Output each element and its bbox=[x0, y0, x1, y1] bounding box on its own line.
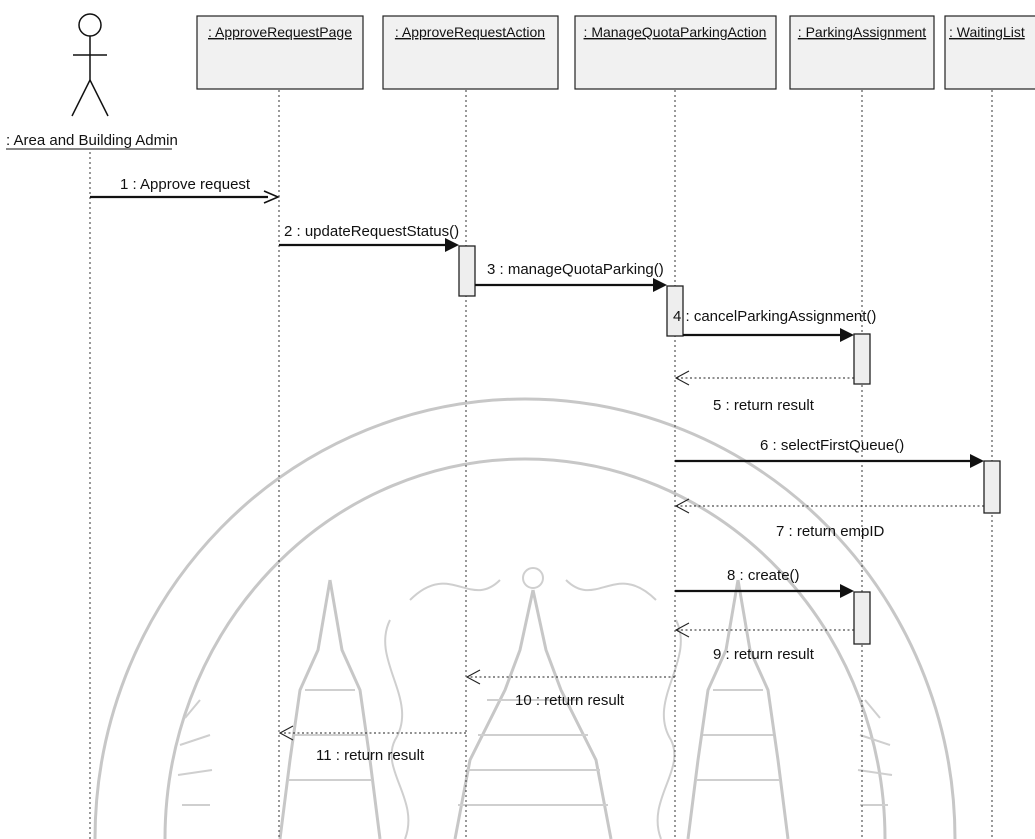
object-box bbox=[944, 15, 1035, 90]
watermark-right-tower bbox=[686, 579, 790, 839]
object-parking-assignment: : ParkingAssignment bbox=[789, 15, 935, 90]
message-7: 7 : return empID bbox=[674, 498, 984, 540]
activation-waiting-list bbox=[983, 460, 1001, 514]
arrowhead bbox=[674, 498, 690, 514]
watermark-right-tower-tiers bbox=[696, 689, 780, 781]
watermark-flourishes-top bbox=[409, 579, 657, 601]
message-3: 3 : manageQuotaParking() bbox=[475, 261, 667, 292]
message-10: 10 : return result bbox=[465, 669, 675, 709]
actor-head bbox=[78, 13, 102, 37]
activation-approve-request-action bbox=[458, 245, 476, 297]
arrowhead bbox=[445, 238, 459, 252]
watermark-left-glyphs bbox=[177, 699, 213, 806]
arrowhead bbox=[970, 454, 984, 468]
watermark-outer-ring bbox=[93, 397, 957, 839]
object-box bbox=[382, 15, 559, 90]
object-box bbox=[196, 15, 364, 90]
object-label: : ParkingAssignment bbox=[798, 24, 927, 40]
message-label: 10 : return result bbox=[515, 692, 625, 709]
arrowhead bbox=[674, 370, 690, 386]
activation-parking-assignment-1 bbox=[853, 333, 871, 385]
object-waiting-list: : WaitingList bbox=[944, 15, 1035, 90]
actor-left-leg bbox=[71, 79, 91, 117]
watermark-spire bbox=[453, 589, 613, 839]
arrowhead bbox=[840, 584, 854, 598]
watermark-seal bbox=[93, 397, 957, 839]
activation-parking-assignment-2 bbox=[853, 591, 871, 645]
activation-manage-quota-parking-action bbox=[666, 285, 684, 337]
watermark-spire-tiers bbox=[458, 699, 608, 806]
arrowhead bbox=[674, 622, 690, 638]
object-manage-quota-parking-action: : ManageQuotaParkingAction bbox=[574, 15, 777, 90]
message-5: 5 : return result bbox=[674, 370, 854, 414]
object-approve-request-page: : ApproveRequestPage bbox=[196, 15, 364, 90]
watermark-left-tower bbox=[278, 579, 382, 839]
object-label: : ApproveRequestPage bbox=[208, 24, 352, 40]
message-label: 4 : cancelParkingAssignment() bbox=[673, 308, 876, 325]
message-1: 1 : Approve request bbox=[90, 176, 281, 204]
message-label: 9 : return result bbox=[713, 646, 815, 663]
arrowhead bbox=[263, 190, 281, 204]
object-box bbox=[574, 15, 777, 90]
message-label: 6 : selectFirstQueue() bbox=[760, 437, 904, 454]
arrowhead bbox=[840, 328, 854, 342]
watermark-flourishes bbox=[384, 619, 682, 839]
arrowhead bbox=[465, 669, 481, 685]
message-6: 6 : selectFirstQueue() bbox=[675, 437, 984, 468]
message-label: 3 : manageQuotaParking() bbox=[487, 261, 664, 278]
actor-area-and-building-admin: : Area and Building Admin bbox=[6, 13, 178, 150]
message-8: 8 : create() bbox=[675, 567, 854, 598]
message-label: 7 : return empID bbox=[776, 523, 885, 540]
arrowhead bbox=[278, 725, 294, 741]
message-9: 9 : return result bbox=[674, 622, 854, 663]
message-label: 1 : Approve request bbox=[120, 176, 251, 193]
object-label: : ManageQuotaParkingAction bbox=[584, 24, 767, 40]
actor-right-leg bbox=[89, 79, 109, 117]
object-label: : WaitingList bbox=[949, 24, 1025, 40]
object-approve-request-action: : ApproveRequestAction bbox=[382, 15, 559, 90]
message-4: 4 : cancelParkingAssignment() bbox=[673, 308, 876, 342]
message-2: 2 : updateRequestStatus() bbox=[279, 223, 459, 252]
message-11: 11 : return result bbox=[278, 725, 466, 764]
arrowhead bbox=[653, 278, 667, 292]
watermark-inner-ring bbox=[163, 457, 887, 839]
message-label: 11 : return result bbox=[316, 747, 425, 764]
watermark-left-tower-tiers bbox=[288, 689, 372, 781]
watermark-flame bbox=[522, 567, 544, 589]
message-label: 5 : return result bbox=[713, 397, 815, 414]
object-label: : ApproveRequestAction bbox=[395, 24, 545, 40]
message-label: 2 : updateRequestStatus() bbox=[284, 223, 459, 240]
message-label: 8 : create() bbox=[727, 567, 800, 584]
object-box bbox=[789, 15, 935, 90]
actor-label: : Area and Building Admin bbox=[6, 132, 178, 149]
watermark-right-glyphs bbox=[857, 699, 893, 806]
